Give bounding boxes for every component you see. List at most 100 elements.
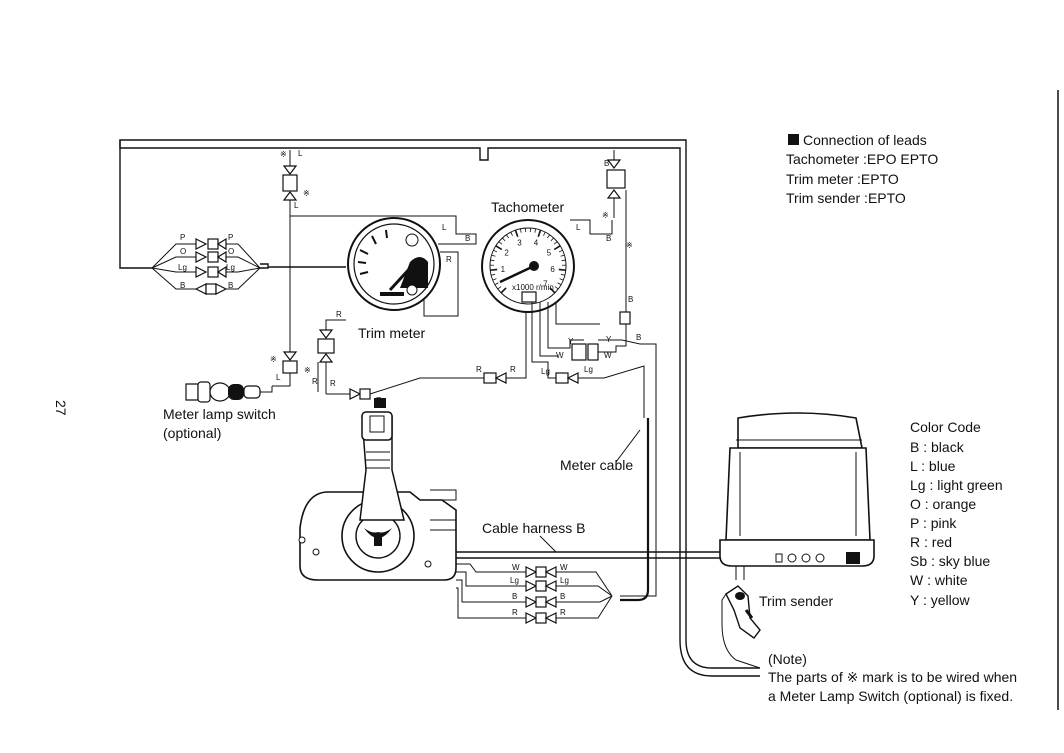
tachometer-label: Tachometer xyxy=(491,199,564,215)
color-code-entry: P : pink xyxy=(910,515,957,531)
meter-lamp-switch-optional: (optional) xyxy=(163,425,221,441)
tacho-tick xyxy=(558,249,563,253)
leads-bullet-icon xyxy=(788,134,799,145)
tacho-tick xyxy=(493,249,498,253)
tacho-tick xyxy=(490,259,495,262)
tag-Lg-1: Lg xyxy=(541,367,550,376)
color-code-entry: Sb : sky blue xyxy=(910,553,990,569)
tacho-tick xyxy=(495,245,503,251)
tag-br-2: Lg xyxy=(560,576,569,585)
tag-br-3: B xyxy=(560,592,565,601)
lamp-connector-left: ※ L ※ L L B xyxy=(280,149,470,352)
cable-harness-b-run xyxy=(456,551,761,561)
mark-4: ※ xyxy=(270,355,277,364)
meter-cable-leader xyxy=(615,429,641,463)
connector-pair-3 xyxy=(195,265,227,279)
tacho-bottom-wiring: Lg Lg W W Y Y B xyxy=(531,302,657,597)
tacho-tick xyxy=(558,268,566,272)
tacho-tick xyxy=(500,287,507,294)
tacho-scale-label: 7 xyxy=(543,280,548,289)
tag-right-4: B xyxy=(228,281,233,290)
tacho-tick xyxy=(553,245,561,251)
connector-pair-4 xyxy=(194,283,228,295)
main-loop-wire xyxy=(119,139,760,669)
tag-left-3: Lg xyxy=(178,263,187,272)
tacho-tick xyxy=(560,273,565,276)
tag-R-6: R xyxy=(476,365,482,374)
tacho-face-text: x1000 r/min xyxy=(512,283,554,292)
tacho-tick xyxy=(502,237,506,242)
tacho-tick xyxy=(537,229,542,238)
tag-R-4: R xyxy=(330,379,336,388)
tacho-tick xyxy=(543,231,546,236)
note-line-1: The parts of ※ mark is to be wired when xyxy=(768,669,1017,685)
meter-cable-bundle xyxy=(620,418,650,602)
tag-B-4: B xyxy=(636,333,641,342)
tag-Lg-2: Lg xyxy=(584,365,593,374)
note-title: (Note) xyxy=(768,651,807,667)
tacho-scale-label: 2 xyxy=(504,249,509,258)
tag-right-2: O xyxy=(228,247,234,256)
tacho-tick xyxy=(561,259,566,262)
harness-connector-bundle: P O Lg B P O Lg B xyxy=(151,233,261,295)
tacho-tick xyxy=(559,278,564,281)
tag-bl-3: B xyxy=(512,592,517,601)
tag-left-1: P xyxy=(180,233,185,242)
tag-bl-4: R xyxy=(512,608,518,617)
trim-sender-connector: R xyxy=(349,377,484,405)
tacho-tick xyxy=(494,282,499,286)
color-code-entry: Lg : light green xyxy=(910,477,1003,493)
cable-harness-leader xyxy=(539,535,557,553)
leads-row-3: Trim sender :EPTO xyxy=(786,190,906,206)
tag-bl-2: Lg xyxy=(510,576,519,585)
lamp-switch-connector: ※ L xyxy=(270,351,298,387)
meter-lamp-switch xyxy=(185,381,273,403)
note-block: (Note) The parts of ※ mark is to be wire… xyxy=(768,651,1017,704)
tag-W-1: W xyxy=(556,351,564,360)
tacho-tick xyxy=(497,286,502,290)
tacho-tick xyxy=(519,228,522,233)
remote-control-box xyxy=(298,398,457,581)
mark-2: ※ xyxy=(303,189,310,198)
tag-right-3: Lg xyxy=(226,263,235,272)
tag-L-tacho: L xyxy=(576,223,581,232)
tacho-tick xyxy=(549,287,556,294)
tacho-tick xyxy=(547,234,550,239)
tacho-scale-label: 3 xyxy=(517,238,522,247)
tag-bl-1: W xyxy=(512,563,520,572)
tag-B-2: B xyxy=(604,159,609,168)
cable-harness-label: Cable harness B xyxy=(482,520,586,536)
leads-title: Connection of leads xyxy=(803,132,927,148)
tag-left-2: O xyxy=(180,247,186,256)
tag-L-1: L xyxy=(298,149,303,158)
color-code-entry: L : blue xyxy=(910,458,956,474)
tacho-tick xyxy=(553,241,558,245)
connector-pair-1 xyxy=(195,237,227,251)
trim-meter-gauge xyxy=(347,217,459,317)
color-code-title: Color Code xyxy=(910,419,981,435)
outboard-motor xyxy=(719,412,875,580)
tag-W-2: W xyxy=(604,351,612,360)
connector-pair-2 xyxy=(195,250,227,264)
mark-6: ※ xyxy=(626,241,633,250)
tag-R-2: R xyxy=(336,310,342,319)
tacho-scale-label: 1 xyxy=(501,265,506,274)
page-number: 27 xyxy=(53,400,69,416)
leads-row-1: Tachometer :EPO EPTO xyxy=(786,151,938,167)
tag-right-1: P xyxy=(228,233,233,242)
tag-R-3: R xyxy=(312,377,318,386)
tacho-tick xyxy=(557,282,562,286)
tag-L-2: L xyxy=(294,201,299,210)
color-code-entry: R : red xyxy=(910,534,952,550)
tacho-scale-label: 5 xyxy=(547,249,552,258)
tag-B-tacho: B xyxy=(606,234,611,243)
trim-sender-label: Trim sender xyxy=(759,593,834,609)
tacho-tick xyxy=(491,273,496,276)
tag-B-3: B xyxy=(628,295,633,304)
tacho-scale-label: 6 xyxy=(550,265,555,274)
trim-sender-device xyxy=(721,585,761,669)
tag-br-1: W xyxy=(560,563,568,572)
main-loop-inner-wire xyxy=(119,140,760,677)
